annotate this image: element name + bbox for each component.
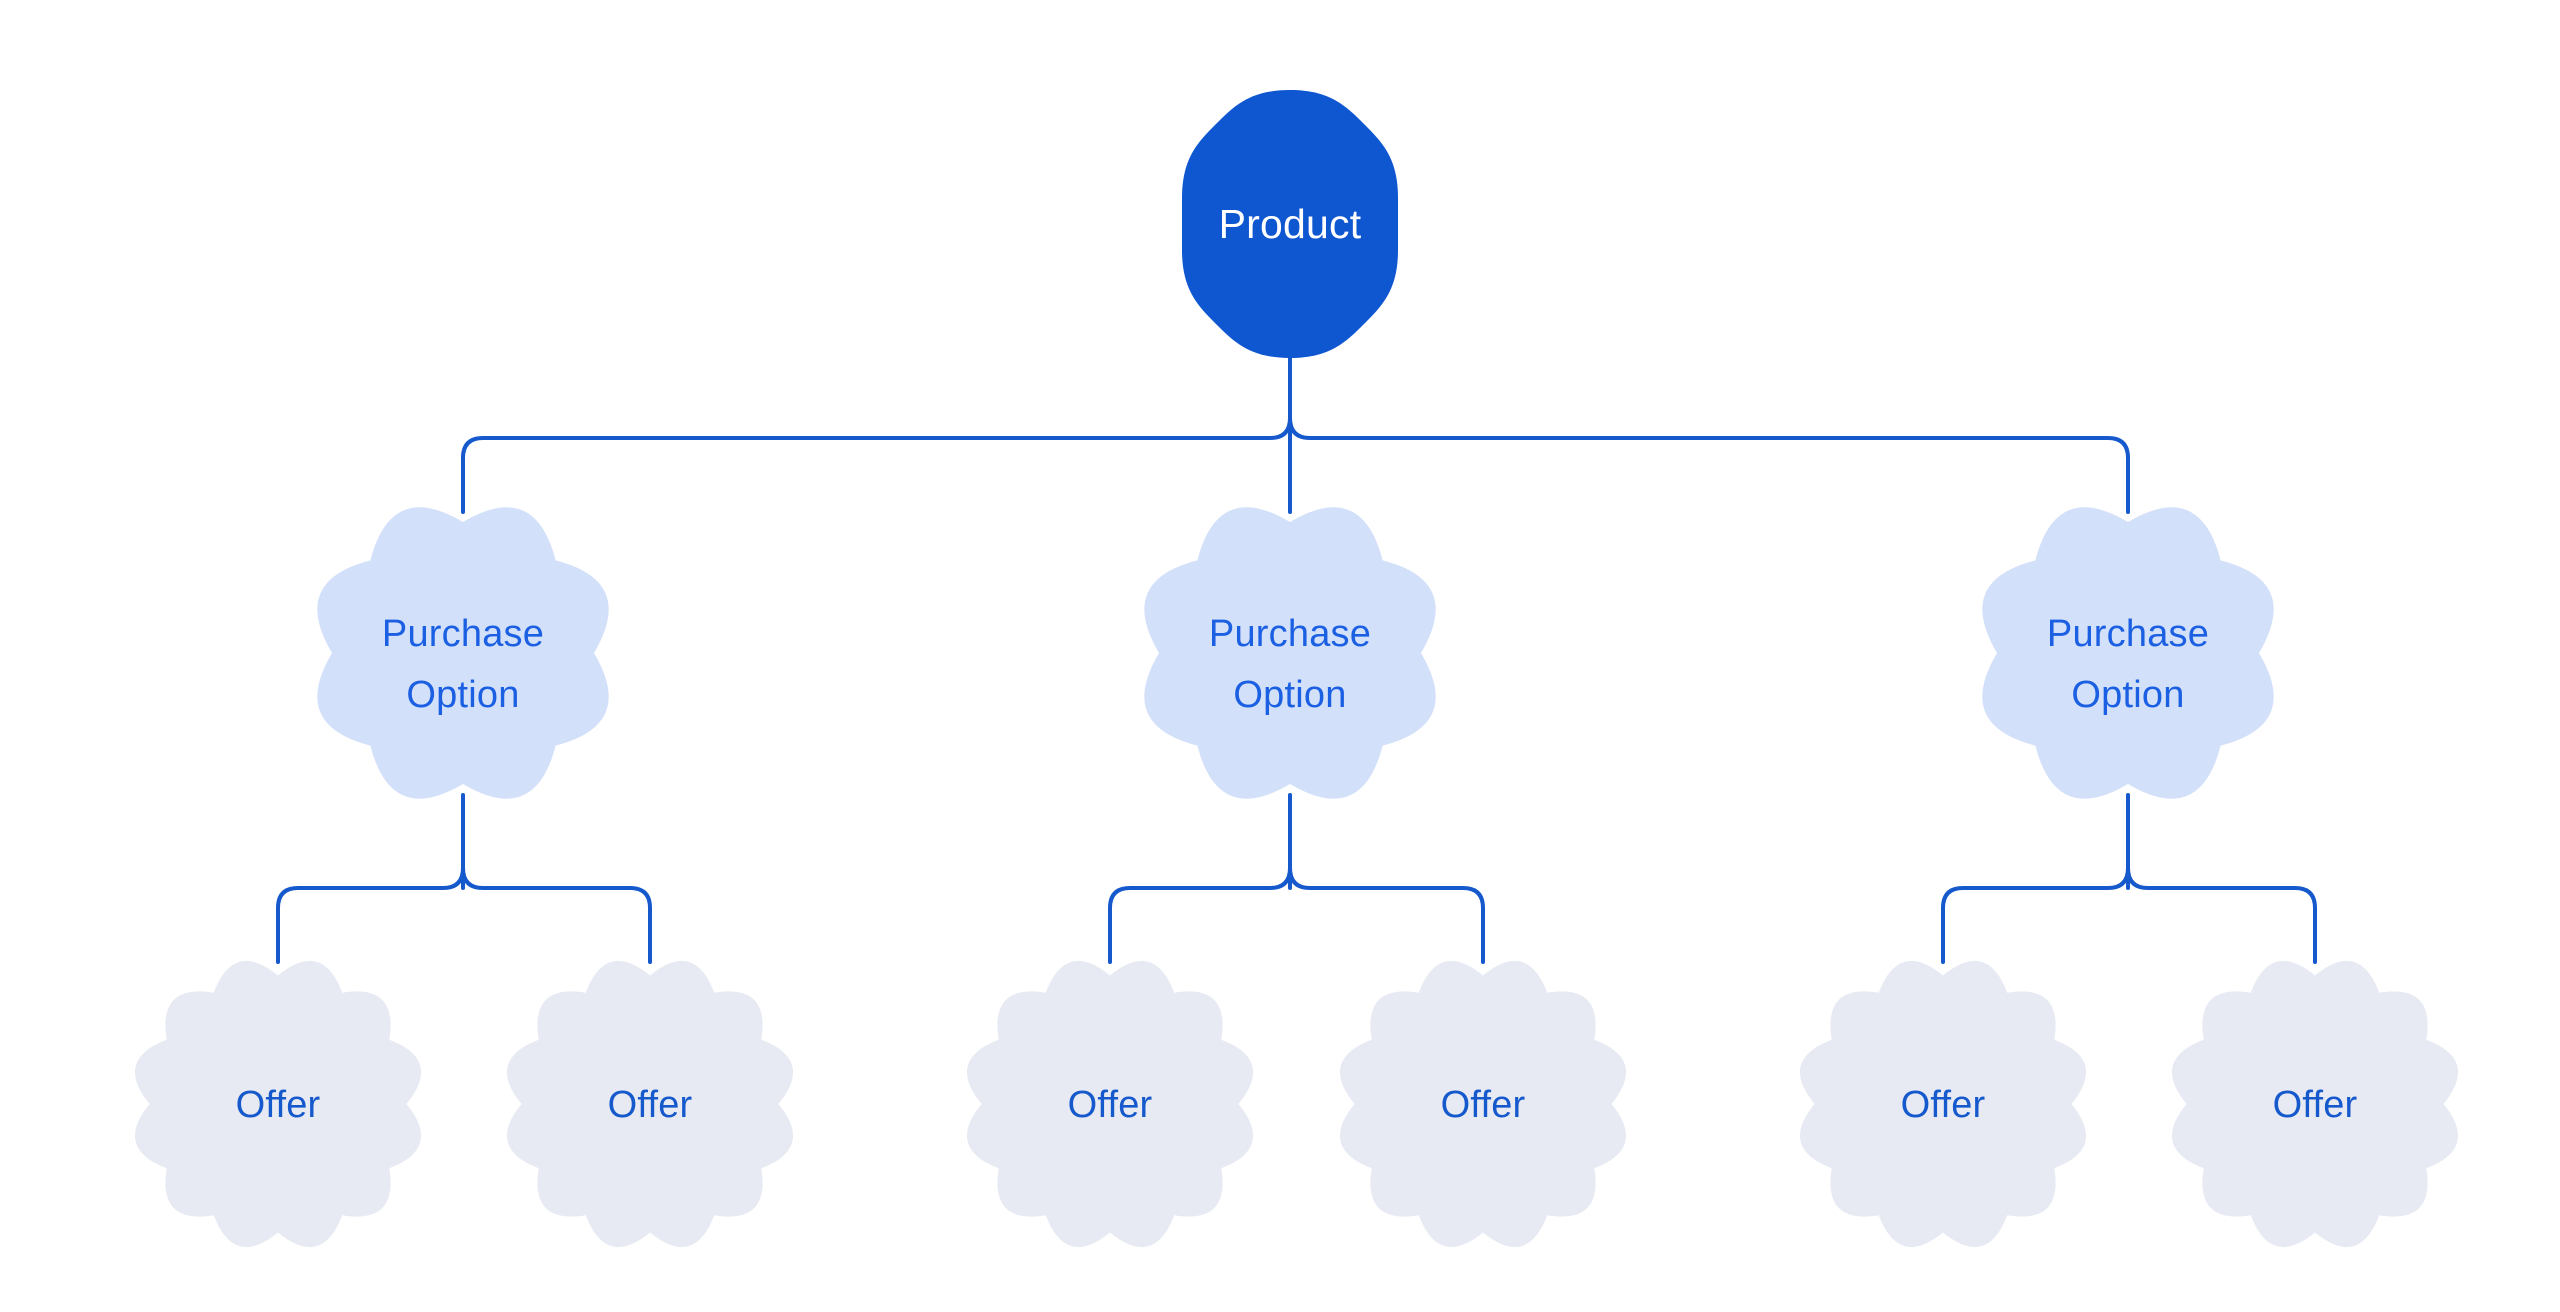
node-offer-4[interactable]: Offer [1339, 960, 1627, 1248]
node-product[interactable]: Product [1182, 90, 1398, 358]
purchase-option-2-shape[interactable] [1144, 507, 1436, 799]
edge-bus-po-1 [276, 866, 652, 964]
connector-group [276, 356, 2317, 964]
level2-group: Purchase Option Purchase Option Purchase… [317, 507, 2274, 799]
node-offer-3[interactable]: Offer [966, 960, 1254, 1248]
offer-5-shape[interactable] [1799, 960, 2087, 1248]
offer-3-shape[interactable] [966, 960, 1254, 1248]
offer-4-shape[interactable] [1339, 960, 1627, 1248]
purchase-option-1-shape[interactable] [317, 507, 609, 799]
node-offer-2[interactable]: Offer [506, 960, 794, 1248]
offer-6-shape[interactable] [2171, 960, 2459, 1248]
node-offer-5[interactable]: Offer [1799, 960, 2087, 1248]
edge-bus-po-3 [1941, 866, 2317, 964]
purchase-option-3-shape[interactable] [1982, 507, 2274, 799]
node-purchase-option-3[interactable]: Purchase Option [1982, 507, 2274, 799]
node-purchase-option-2[interactable]: Purchase Option [1144, 507, 1436, 799]
node-offer-1[interactable]: Offer [134, 960, 422, 1248]
edge-bus-po-2 [1108, 866, 1485, 964]
offer-1-shape[interactable] [134, 960, 422, 1248]
offer-2-shape[interactable] [506, 960, 794, 1248]
node-purchase-option-1[interactable]: Purchase Option [317, 507, 609, 799]
node-offer-6[interactable]: Offer [2171, 960, 2459, 1248]
level3-group: Offer Offer Offer Offer Offer Offer [134, 960, 2459, 1248]
edge-bus-level2 [461, 416, 2130, 514]
product-node-shape[interactable] [1182, 90, 1398, 358]
